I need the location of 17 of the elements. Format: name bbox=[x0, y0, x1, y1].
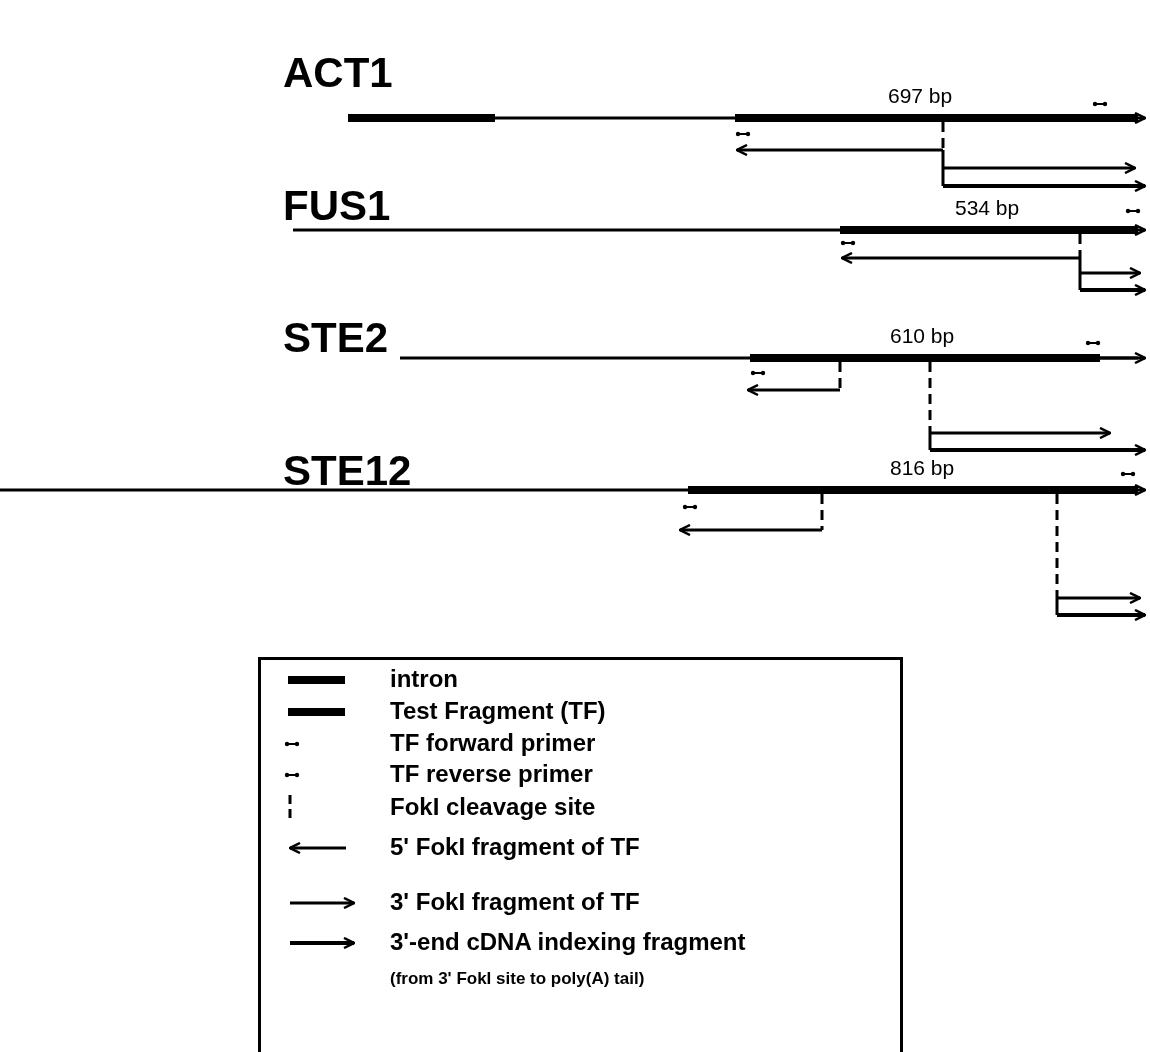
gene-name: STE12 bbox=[283, 450, 412, 492]
legend-text: Test Fragment (TF) bbox=[390, 699, 606, 723]
legend-note: (from 3' FokI site to poly(A) tail) bbox=[390, 970, 645, 987]
gene-name: FUS1 bbox=[283, 185, 391, 227]
gene-name: STE2 bbox=[283, 317, 389, 359]
fragment-length: 534 bp bbox=[955, 197, 1020, 218]
legend-text: 3'-end cDNA indexing fragment bbox=[390, 930, 746, 954]
legend-text: TF reverse primer bbox=[390, 762, 593, 786]
legend-text: 5' FokI fragment of TF bbox=[390, 835, 640, 859]
legend-text: 3' FokI fragment of TF bbox=[390, 890, 640, 914]
gene-name: ACT1 bbox=[283, 52, 393, 94]
fragment-length: 697 bp bbox=[888, 85, 953, 106]
legend-text: TF forward primer bbox=[390, 731, 596, 755]
fragment-length: 816 bp bbox=[890, 457, 955, 478]
legend-text: FokI cleavage site bbox=[390, 795, 596, 819]
legend-text: intron bbox=[390, 667, 458, 691]
fragment-length: 610 bp bbox=[890, 325, 955, 346]
